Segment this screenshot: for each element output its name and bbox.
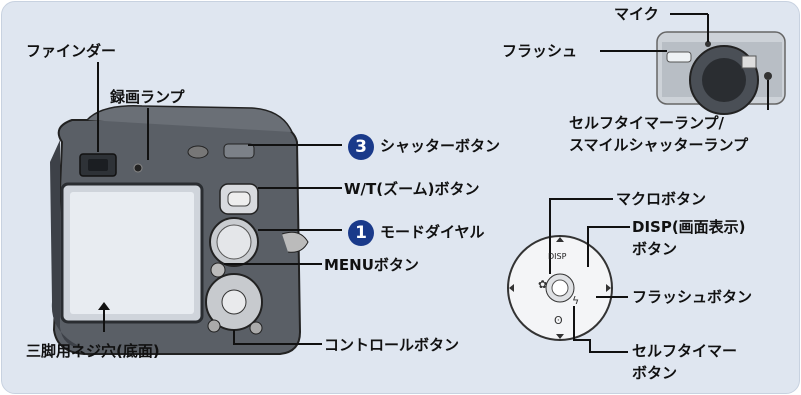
svg-text:✿: ✿ [538, 278, 547, 291]
label-rec-lamp: 録画ランプ [110, 88, 185, 106]
badge-mode: 1 [348, 220, 374, 246]
mic-hole [705, 41, 711, 47]
label-mic: マイク [614, 5, 659, 23]
menu-button[interactable] [210, 262, 226, 278]
self-timer-lamp [764, 72, 772, 80]
leader-lines [97, 13, 769, 353]
label-macro: マクロボタン [616, 190, 707, 208]
badge-shutter: 3 [348, 134, 374, 160]
label-mode-dial: モードダイヤル [380, 223, 485, 241]
camera-body [50, 105, 309, 355]
label-flash: フラッシュ [502, 42, 578, 60]
label-self-timer-lamp-2: スマイルシャッターランプ [569, 136, 749, 154]
label-control: コントロールボタン [324, 336, 460, 354]
control-pad-inset: ✿ ϟ ʘ [507, 235, 613, 341]
label-disp-1: DISP(画面表示) [632, 218, 746, 236]
svg-text:ʘ: ʘ [554, 314, 563, 327]
label-self-timer-lamp-1: セルフタイマーランプ/ [569, 114, 725, 132]
disp-key-text: DISP [548, 252, 567, 261]
shutter-button[interactable] [223, 143, 255, 159]
label-tripod: 三脚用ネジ穴(底面) [26, 342, 160, 360]
front-inset [656, 31, 786, 115]
label-self-timer-btn-1: セルフタイマー [632, 342, 738, 360]
label-disp-2: ボタン [632, 240, 678, 258]
label-shutter: シャッターボタン [380, 137, 501, 155]
label-menu: MENUボタン [324, 256, 419, 274]
label-flash-button: フラッシュボタン [632, 288, 753, 306]
flash-window [666, 51, 692, 63]
label-zoom: W/T(ズーム)ボタン [344, 180, 480, 198]
label-finder: ファインダー [26, 42, 117, 60]
svg-text:ϟ: ϟ [572, 294, 579, 307]
rec-lamp [133, 163, 143, 173]
label-self-timer-btn-2: ボタン [632, 364, 678, 382]
